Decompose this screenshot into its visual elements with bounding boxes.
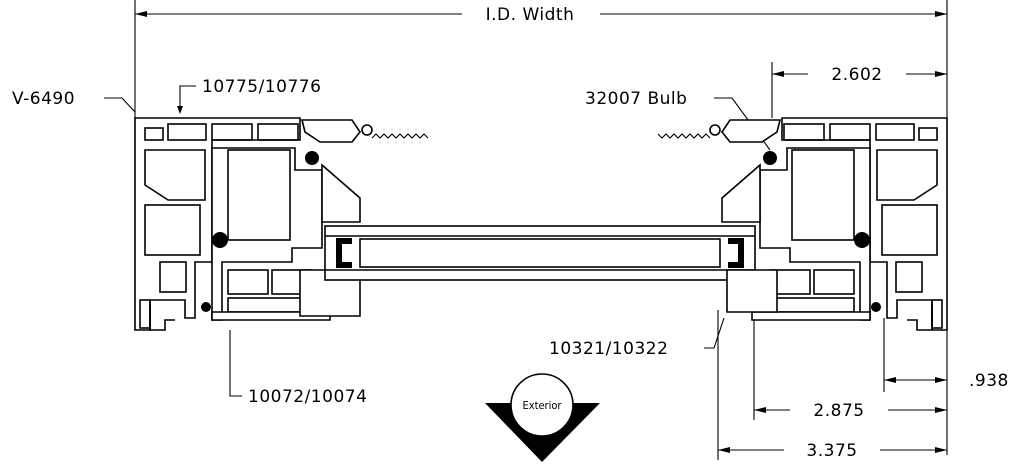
id-width-dimension: I.D. Width	[134, 0, 948, 118]
frame-chamber	[167, 123, 207, 141]
frame-chamber	[783, 123, 825, 141]
sash-chamber	[813, 269, 855, 295]
callouts: V-6490 10775/10776 32007 Bulb 10321/1032…	[12, 77, 771, 407]
bulb-seal-icon	[763, 151, 777, 165]
frame-chamber	[876, 149, 938, 201]
dim1-arrow-right-icon	[935, 71, 947, 77]
bead-leader	[704, 317, 725, 349]
bulb-seal-icon	[201, 302, 211, 312]
latch-pin	[709, 124, 721, 136]
weatherstrip	[657, 133, 711, 139]
glazing-stop	[321, 163, 361, 223]
frame-chamber	[895, 261, 923, 293]
dim2-arrow-right-icon	[935, 377, 947, 383]
exterior-label: Exterior	[522, 399, 562, 412]
arrow-right-icon	[935, 11, 947, 17]
frame-chamber	[829, 123, 871, 141]
frame-chamber	[211, 123, 253, 141]
latch	[721, 119, 782, 143]
frame-chamber	[257, 123, 299, 141]
bulb-seal-label: 32007 Bulb	[585, 89, 687, 109]
dim1-arrow-left-icon	[772, 71, 784, 77]
bulb-seal-icon	[305, 151, 319, 165]
glass-unit	[324, 225, 756, 281]
frame-chamber	[918, 127, 938, 141]
sash-arrow-icon	[177, 106, 183, 114]
dim3-arrow-left-icon	[754, 407, 766, 413]
right-dimensions: 2.602 .938 2.875 3.375	[717, 62, 1009, 461]
frame-chamber	[144, 149, 206, 201]
sill-leader	[229, 330, 242, 397]
frame-chamber	[881, 204, 938, 256]
glazing-bead-label: 10321/10322	[549, 339, 668, 359]
glass-outer	[324, 225, 756, 281]
dim4-arrow-right-icon	[935, 447, 947, 453]
dim-3375: 3.375	[806, 441, 857, 461]
glazing-stop	[721, 163, 761, 223]
frame-chamber	[875, 123, 915, 141]
bulb-seal-icon	[212, 232, 228, 248]
id-width-label: I.D. Width	[486, 5, 575, 25]
arrow-left-icon	[135, 11, 147, 17]
exterior-circle	[510, 373, 574, 437]
dim-938: .938	[969, 371, 1009, 391]
sash-chamber	[791, 149, 855, 241]
dim4-arrow-left-icon	[718, 447, 730, 453]
frame-foot	[907, 305, 933, 331]
left-frame-section	[134, 117, 429, 331]
exterior-marker: Exterior	[485, 373, 600, 462]
frame-chamber	[144, 127, 164, 141]
latch-pin	[361, 124, 373, 136]
sash-chamber	[227, 269, 269, 295]
dim-2875: 2.875	[813, 401, 864, 421]
dim3-arrow-right-icon	[935, 407, 947, 413]
frame-leader	[104, 97, 136, 113]
bottom-bead	[726, 269, 778, 313]
sash-leader	[179, 85, 196, 112]
dim2-arrow-left-icon	[884, 377, 896, 383]
sash-chamber	[227, 149, 291, 241]
bulb-seal-icon	[854, 232, 870, 248]
sash-left-label: 10775/10776	[202, 77, 321, 97]
right-frame-section	[657, 117, 948, 331]
spacer	[359, 238, 721, 268]
glazing-channel-right-icon	[728, 238, 744, 268]
glazing-channel-left-icon	[336, 238, 352, 268]
latch	[300, 119, 361, 143]
frame-foot	[149, 305, 175, 331]
bulb-seal-icon	[871, 302, 881, 312]
frame-chamber	[159, 261, 187, 293]
sash-sill	[751, 311, 871, 321]
frame-profile-label: V-6490	[12, 89, 75, 109]
sill-left-label: 10072/10074	[248, 387, 367, 407]
frame-chamber	[144, 204, 201, 256]
weatherstrip	[371, 133, 429, 139]
dim-2602: 2.602	[831, 65, 882, 85]
